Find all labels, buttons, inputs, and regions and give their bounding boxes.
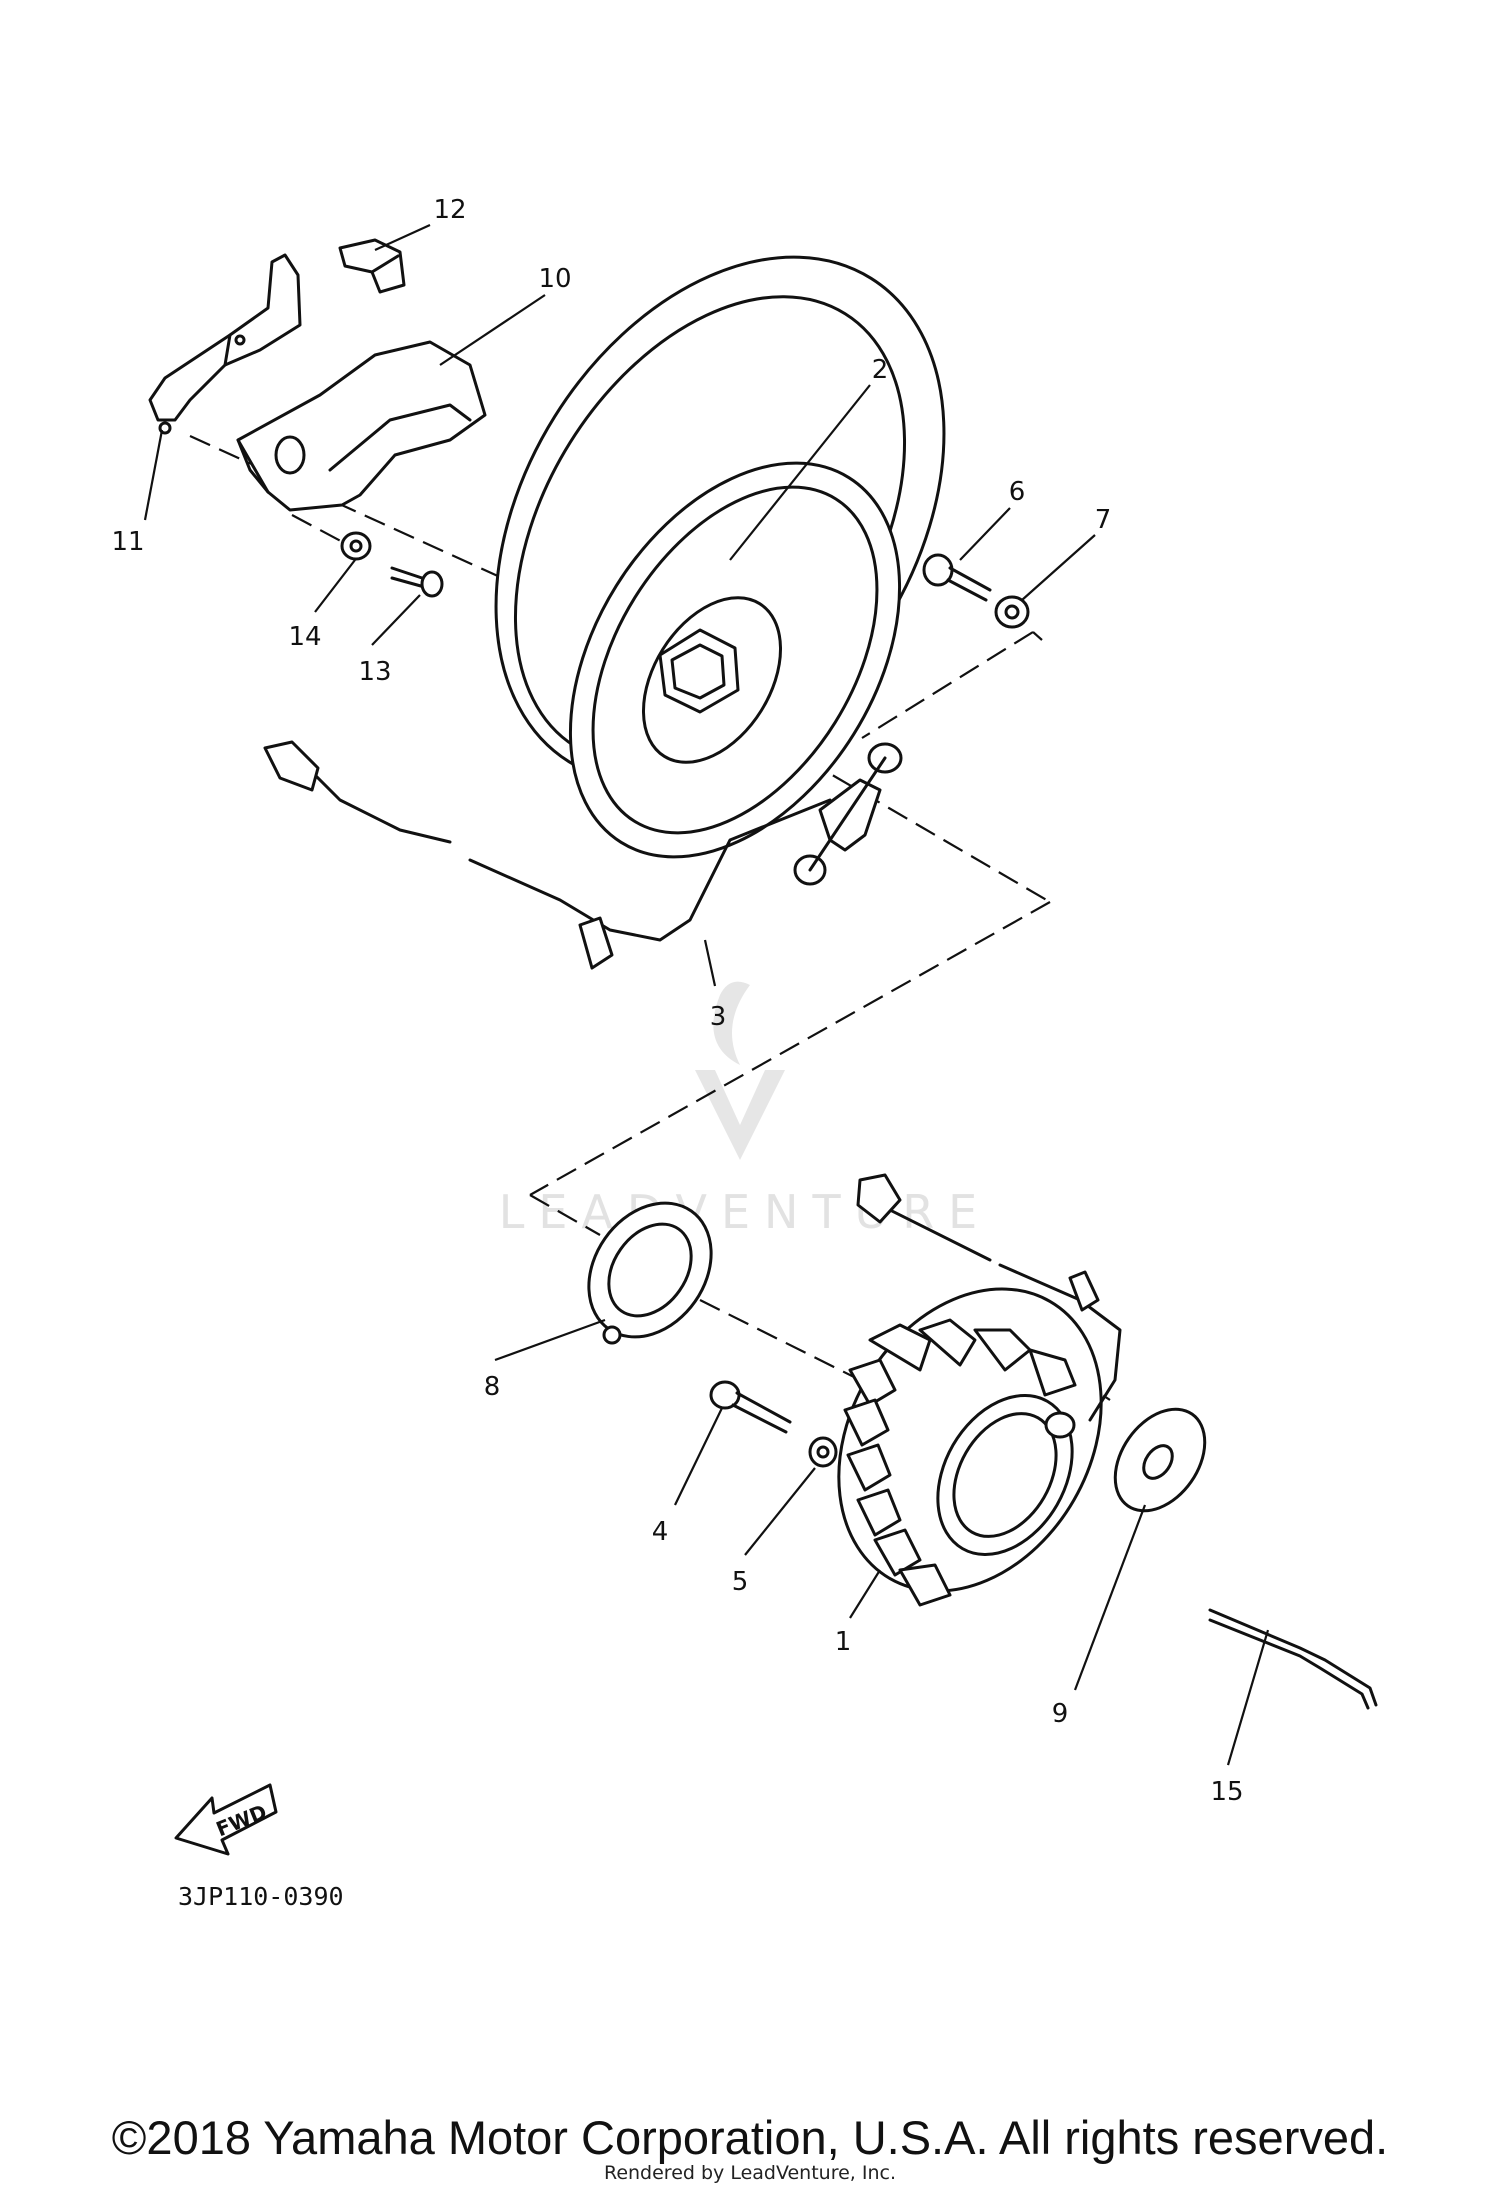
leadventure-watermark: LEADVENTURE — [499, 981, 992, 1239]
washer-part-7[interactable] — [994, 595, 1030, 629]
bolt-part-6[interactable] — [922, 553, 992, 602]
callout-11: 11 — [111, 527, 144, 557]
callout-14: 14 — [288, 622, 321, 652]
cover-plate-part-10[interactable] — [236, 340, 487, 512]
pickup-coil-part-3[interactable] — [263, 740, 903, 970]
watermark-text: LEADVENTURE — [499, 1185, 992, 1239]
washer-part-9[interactable] — [1097, 1392, 1223, 1527]
callout-1: 1 — [835, 1627, 852, 1657]
rendered-by-credit: Rendered by LeadVenture, Inc. — [603, 2162, 897, 2184]
callout-10: 10 — [538, 264, 571, 294]
connector-part-12[interactable] — [338, 238, 406, 294]
callout-3: 3 — [710, 1002, 727, 1032]
assembly-guide-lines — [189, 434, 1111, 1401]
callout-7: 7 — [1095, 505, 1112, 535]
callout-9: 9 — [1052, 1699, 1069, 1729]
callout-leaders — [143, 223, 1270, 1766]
oil-seal-part-8[interactable] — [564, 1179, 737, 1360]
nut-part-5[interactable] — [808, 1436, 838, 1468]
flywheel-rotor-part-2[interactable] — [404, 175, 1037, 917]
callout-15: 15 — [1210, 1777, 1243, 1807]
callout-2: 2 — [872, 355, 889, 385]
washer-part-14[interactable] — [340, 531, 372, 561]
screw-part-4[interactable] — [709, 1380, 792, 1434]
callout-6: 6 — [1009, 477, 1026, 507]
screw-part-13[interactable] — [390, 566, 444, 598]
fwd-arrow-icon: FWD — [174, 1783, 278, 1856]
band-part-15[interactable] — [1208, 1608, 1378, 1710]
diagram-code: 3JP110-0390 — [178, 1882, 344, 1911]
callout-4: 4 — [652, 1517, 669, 1547]
callout-8: 8 — [484, 1372, 501, 1402]
copyright-notice: ©2018 Yamaha Motor Corporation, U.S.A. A… — [111, 2111, 1389, 2164]
callout-labels: 12 10 2 6 7 11 14 13 3 8 4 5 1 9 15 — [111, 195, 1243, 1807]
callout-13: 13 — [358, 657, 391, 687]
callout-12: 12 — [433, 195, 466, 225]
callout-5: 5 — [732, 1567, 749, 1597]
stator-part-1[interactable] — [786, 1173, 1154, 1639]
bracket-part-11[interactable] — [148, 253, 302, 435]
